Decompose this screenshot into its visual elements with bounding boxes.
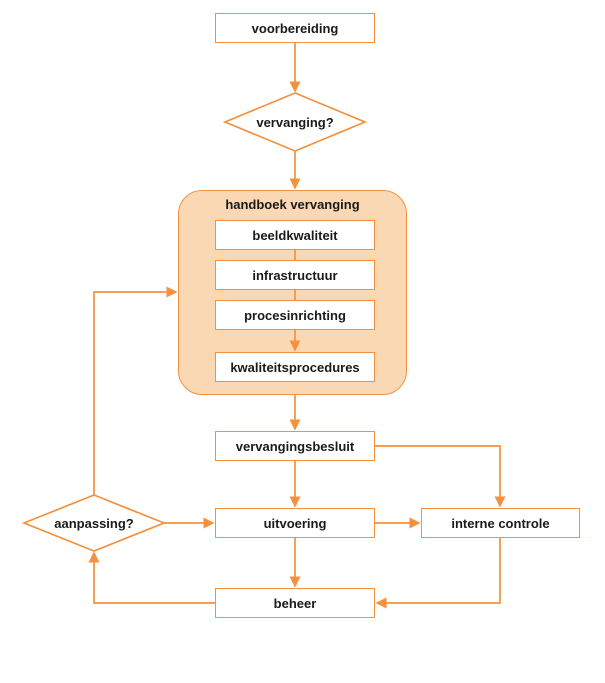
node-interne-controle: interne controle — [421, 508, 580, 538]
node-kwaliteitsprocedures: kwaliteitsprocedures — [215, 352, 375, 382]
node-aanpassing-label: aanpassing? — [54, 515, 134, 531]
aanpassing-diamond — [21, 494, 167, 552]
node-vervangingsbesluit: vervangingsbesluit — [215, 431, 375, 461]
edge-internecontrole-beheer — [375, 538, 501, 609]
edge-aanpassing-handboek — [93, 286, 178, 495]
node-vervanging-label: vervanging? — [256, 114, 334, 130]
vervanging-diamond — [222, 92, 368, 152]
edge-beheer-aanpassing — [88, 551, 215, 604]
node-uitvoering: uitvoering — [215, 508, 375, 538]
edge-vervangingsbesluit-internecontrole — [375, 445, 506, 508]
node-infrastructuur: infrastructuur — [215, 260, 375, 290]
handboek-vervanging-title: handboek vervanging — [225, 197, 360, 212]
node-procesinrichting: procesinrichting — [215, 300, 375, 330]
node-voorbereiding: voorbereiding — [215, 13, 375, 43]
node-beeldkwaliteit: beeldkwaliteit — [215, 220, 375, 250]
node-beheer: beheer — [215, 588, 375, 618]
